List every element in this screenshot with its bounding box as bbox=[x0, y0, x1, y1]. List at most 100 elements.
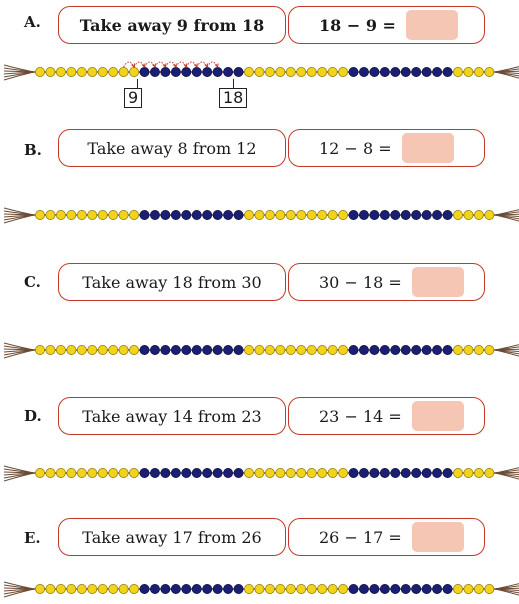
bead bbox=[359, 468, 369, 478]
bead bbox=[170, 345, 181, 355]
bead bbox=[463, 210, 474, 220]
left-string-tassel bbox=[3, 64, 35, 81]
bead bbox=[348, 210, 359, 220]
bead-rack-c bbox=[3, 342, 519, 359]
bead bbox=[453, 468, 463, 478]
marker-tick-9 bbox=[137, 79, 138, 89]
equation-box-a: 18 − 9 = bbox=[288, 6, 485, 44]
bead bbox=[296, 210, 307, 220]
marker-label-9: 9 bbox=[124, 88, 143, 108]
bead bbox=[76, 345, 87, 355]
prompt-text-d: Take away 14 from 23 bbox=[82, 406, 262, 426]
bead bbox=[432, 345, 443, 355]
bead bbox=[202, 345, 213, 355]
problem-letter-b: B. bbox=[24, 141, 42, 159]
bead bbox=[379, 345, 390, 355]
right-string-tassel bbox=[495, 467, 519, 480]
bead bbox=[327, 468, 338, 478]
bead bbox=[35, 345, 45, 355]
equation-text-e: 26 − 17 = bbox=[319, 527, 402, 547]
bead bbox=[35, 584, 45, 594]
bead bbox=[484, 345, 495, 355]
bead bbox=[442, 210, 453, 220]
bead bbox=[379, 210, 390, 220]
bead bbox=[191, 67, 202, 77]
bead bbox=[379, 468, 390, 478]
bead bbox=[421, 584, 432, 594]
bead bbox=[463, 345, 474, 355]
left-string-tassel bbox=[3, 581, 35, 598]
bead bbox=[170, 210, 181, 220]
bead bbox=[359, 584, 369, 594]
bead bbox=[453, 345, 463, 355]
bead bbox=[484, 584, 495, 594]
bead bbox=[254, 67, 265, 77]
bead bbox=[45, 584, 56, 594]
bead bbox=[359, 67, 369, 77]
answer-field-d[interactable] bbox=[411, 401, 464, 431]
prompt-box-d: Take away 14 from 23 bbox=[58, 397, 286, 435]
bead bbox=[212, 345, 223, 355]
bead bbox=[484, 67, 495, 77]
bead bbox=[97, 584, 108, 594]
bead bbox=[244, 210, 254, 220]
bead bbox=[317, 584, 328, 594]
bead bbox=[421, 468, 432, 478]
bead bbox=[223, 67, 234, 77]
bead bbox=[233, 210, 244, 220]
bead bbox=[244, 67, 254, 77]
bead bbox=[55, 584, 66, 594]
bead bbox=[327, 584, 338, 594]
bead bbox=[296, 67, 307, 77]
bead bbox=[306, 468, 317, 478]
bead bbox=[306, 210, 317, 220]
bead-rack-e bbox=[3, 581, 519, 598]
bead bbox=[149, 584, 160, 594]
bead bbox=[223, 210, 234, 220]
bead bbox=[390, 584, 401, 594]
answer-field-a[interactable] bbox=[405, 10, 458, 40]
bead bbox=[411, 345, 422, 355]
bead bbox=[87, 345, 98, 355]
answer-field-e[interactable] bbox=[411, 522, 464, 552]
bead bbox=[369, 584, 380, 594]
prompt-box-b: Take away 8 from 12 bbox=[58, 129, 286, 167]
bead bbox=[108, 67, 119, 77]
bead bbox=[296, 345, 307, 355]
prompt-box-a: Take away 9 from 18 bbox=[58, 6, 286, 44]
equation-box-b: 12 − 8 = bbox=[288, 129, 485, 167]
bead bbox=[76, 584, 87, 594]
bead bbox=[275, 210, 286, 220]
bead bbox=[411, 67, 422, 77]
bead bbox=[369, 468, 380, 478]
bead bbox=[118, 210, 129, 220]
bead bbox=[317, 345, 328, 355]
bead-rack-a bbox=[3, 61, 519, 81]
equation-box-d: 23 − 14 = bbox=[288, 397, 485, 435]
hop-arrow bbox=[123, 61, 135, 68]
answer-field-c[interactable] bbox=[411, 267, 464, 297]
bead bbox=[411, 584, 422, 594]
bead bbox=[359, 210, 369, 220]
bead bbox=[191, 210, 202, 220]
bead bbox=[87, 468, 98, 478]
bead bbox=[264, 468, 275, 478]
bead bbox=[473, 345, 484, 355]
bead bbox=[254, 345, 265, 355]
bead bbox=[108, 210, 119, 220]
bead bbox=[170, 584, 181, 594]
problem-letter-c: C. bbox=[24, 273, 41, 291]
answer-field-b[interactable] bbox=[401, 133, 454, 163]
bead bbox=[432, 210, 443, 220]
bead bbox=[223, 584, 234, 594]
bead bbox=[76, 67, 87, 77]
prompt-text-c: Take away 18 from 30 bbox=[82, 272, 262, 292]
bead bbox=[400, 67, 411, 77]
bead bbox=[327, 67, 338, 77]
bead bbox=[285, 345, 296, 355]
bead bbox=[108, 584, 119, 594]
bead bbox=[45, 345, 56, 355]
bead bbox=[202, 468, 213, 478]
bead bbox=[45, 468, 56, 478]
bead bbox=[149, 210, 160, 220]
